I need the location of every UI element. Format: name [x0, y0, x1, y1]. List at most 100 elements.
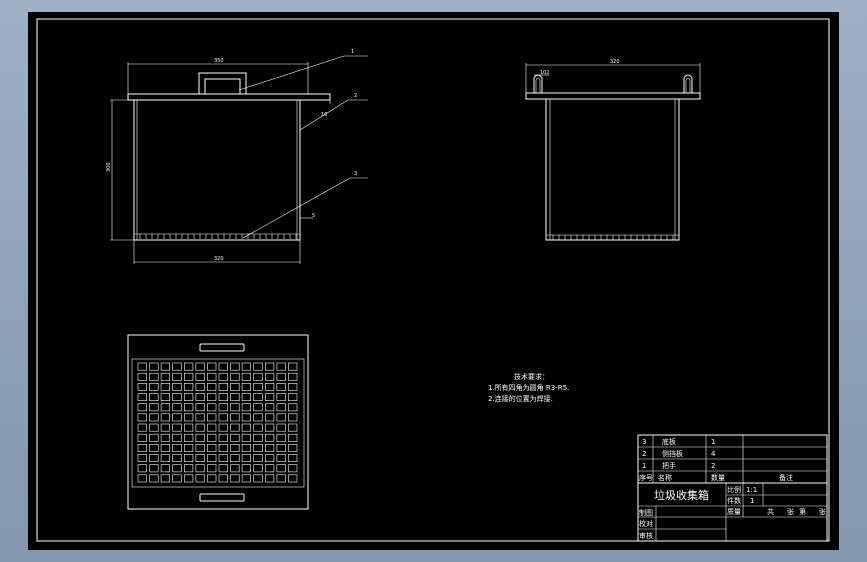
approved-label: 审核 — [639, 531, 653, 540]
front-view: 350 320 300 10 5 1 — [106, 49, 368, 264]
part-name-2: 侧挡板 — [662, 449, 683, 458]
balloon-1: 1 — [351, 49, 354, 55]
grid-cell — [160, 433, 171, 442]
grid-cell — [172, 423, 182, 432]
grid-cell — [276, 362, 286, 371]
grid-cell — [195, 382, 205, 391]
part-qty-2: 4 — [711, 450, 716, 458]
side-bottom-ticks — [552, 235, 674, 240]
grid-cell — [207, 423, 217, 432]
grid-cell — [137, 474, 147, 483]
grid-cell — [265, 464, 275, 473]
grid-cell — [149, 382, 159, 391]
grid-cell — [149, 454, 159, 462]
grid-cell — [149, 393, 159, 401]
grid-cell — [137, 393, 147, 401]
grid-cell — [230, 372, 240, 381]
grid-cell — [207, 433, 217, 442]
grid-cell — [265, 454, 275, 462]
grid-cell — [207, 403, 217, 412]
grid-cell — [265, 382, 275, 391]
grid-cell — [241, 393, 252, 401]
side-handle-right — [683, 74, 693, 93]
box-body — [133, 99, 301, 241]
grid-cell — [241, 382, 252, 391]
grid-cell — [241, 474, 252, 483]
grid-cell — [276, 423, 286, 432]
grid-cell — [149, 423, 159, 432]
grid-cell — [172, 362, 182, 371]
grid-cell — [288, 443, 298, 452]
notes-heading: 技术要求： — [514, 372, 549, 381]
grid-cell — [149, 413, 159, 422]
grid-cell — [265, 443, 275, 452]
grid-cell — [207, 454, 217, 462]
notes-item-1: 1.所有四角为圆角 R3-R5. — [488, 383, 569, 392]
grid-cell — [195, 423, 205, 432]
sheet-unit: 张 — [787, 507, 794, 516]
grid-cell — [172, 382, 182, 391]
grid-cell — [195, 474, 205, 483]
count-value: 1 — [750, 497, 754, 505]
dim-side-top: 320 — [610, 59, 620, 65]
grid-cell — [276, 413, 286, 422]
grid-cell — [288, 382, 298, 391]
sheet-frame — [36, 18, 830, 542]
grid-cell — [253, 393, 263, 401]
grid-cell — [184, 413, 194, 422]
grid-cell — [288, 413, 298, 422]
grid-cell — [137, 454, 147, 462]
grid-cell — [137, 464, 147, 473]
grid-cell — [276, 454, 286, 462]
grid-cell — [149, 474, 159, 483]
title-block: 3 底板 1 2 侧挡板 4 1 把手 2 序号 名称 数量 备注 — [637, 434, 828, 542]
grid-cell — [149, 443, 159, 452]
grid-cell — [288, 454, 298, 462]
grid-cell — [241, 464, 252, 473]
grid-cell — [218, 393, 228, 401]
grid-cell — [265, 423, 275, 432]
grid-cell — [195, 362, 205, 371]
grid-cell — [253, 454, 263, 462]
dim-side-handle: 102 — [540, 70, 550, 76]
grid-cell — [230, 454, 240, 462]
grid-cell — [253, 423, 263, 432]
grid-cell — [276, 474, 286, 483]
sheet-no: 第 — [799, 507, 806, 516]
grid-cell — [241, 454, 252, 462]
grid-cell — [207, 382, 217, 391]
header-no: 序号 — [639, 473, 653, 482]
grid-cell — [207, 372, 217, 381]
scale-label: 比例 — [727, 485, 741, 494]
sheet-total: 共 — [767, 507, 774, 516]
grid-cell — [195, 454, 205, 462]
grid-cell — [276, 372, 286, 381]
part-no-3: 3 — [642, 438, 646, 446]
balloon-3: 3 — [354, 171, 357, 177]
dim-front-top: 350 — [214, 58, 224, 64]
sheet-unit-2: 张 — [819, 507, 826, 516]
grid-cell — [160, 382, 171, 391]
grid-cell — [288, 464, 298, 473]
grid-cell — [265, 393, 275, 401]
dim-front-height: 300 — [106, 162, 112, 172]
grid-cell — [265, 403, 275, 412]
grid-cell — [218, 423, 228, 432]
top-inner — [131, 358, 305, 488]
grid-cell — [195, 372, 205, 381]
grid-cell — [230, 413, 240, 422]
grid-cell — [288, 423, 298, 432]
grid-cell — [184, 372, 194, 381]
lid-plate — [127, 93, 331, 101]
handle — [198, 72, 247, 94]
grid-cell — [218, 372, 228, 381]
grid-cell — [195, 413, 205, 422]
grid-cell — [276, 433, 286, 442]
top-handle-upper — [199, 343, 245, 352]
grid-cell — [137, 413, 147, 422]
side-lid-plate — [525, 92, 701, 100]
top-handle-lower — [199, 493, 245, 502]
grid-cell — [230, 403, 240, 412]
grid-cell — [288, 433, 298, 442]
grid-cell — [230, 382, 240, 391]
